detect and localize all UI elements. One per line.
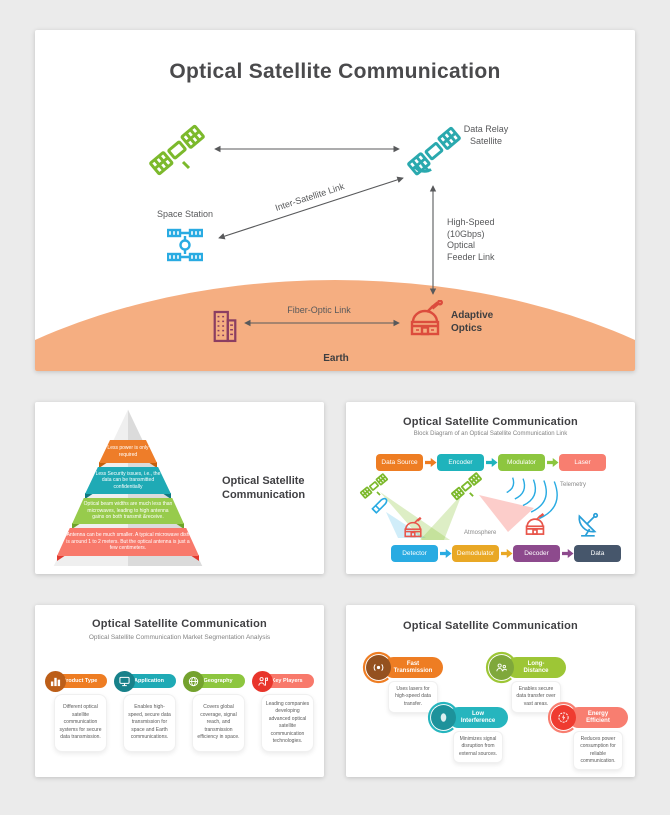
slide4-title: Optical Satellite Communication	[92, 618, 267, 630]
ribbon-shape	[99, 440, 157, 463]
segment-card-product-type: Product Type Different optical satellite…	[45, 669, 107, 769]
people-icon	[489, 655, 514, 680]
segment-card-geography: Geography Covers global coverage, signal…	[183, 669, 245, 769]
card-header: Application	[122, 674, 176, 688]
telemetry-label: Telemetry	[560, 482, 587, 488]
pyramid-level-text: Less power is only required	[107, 444, 149, 458]
relay-satellite-icon	[407, 126, 461, 176]
data-relay-satellite-label: Data Relay Satellite	[463, 124, 509, 146]
feature-label: Energy Efficient	[568, 707, 628, 728]
slide3-title: Optical Satellite Communication	[403, 416, 578, 428]
ribbon-shape	[85, 467, 171, 494]
feature-label: Fast Transmission	[383, 657, 443, 678]
adaptive-optics-label: Adaptive Optics	[451, 310, 494, 334]
slide-market-segmentation[interactable]: Optical Satellite Communication Optical …	[35, 605, 324, 777]
ribbon-fold	[72, 523, 81, 529]
pyramid-level-1: Less power is only required	[99, 440, 157, 468]
laser-beam	[479, 495, 534, 532]
segment-card-application: Application Enables high-speed, secure d…	[114, 669, 176, 769]
link-scene	[359, 472, 599, 540]
ribbon-fold	[99, 462, 108, 468]
block-encoder: Encoder	[437, 454, 484, 471]
feature-text: Uses lasers for high-speed data transfer…	[388, 681, 438, 713]
laser-beam	[380, 492, 450, 540]
shield-oval-icon	[431, 705, 456, 730]
slide3-subtitle: Block Diagram of an Optical Satellite Co…	[413, 431, 568, 437]
feature-label: Low Interference	[448, 707, 508, 728]
block-data-source: Data Source	[376, 454, 423, 471]
pyramid-level-3: Optical beam widths are much less than m…	[72, 498, 184, 529]
slide-pyramid[interactable]: Less power is only required Less Securit…	[35, 402, 324, 574]
feature-label: Long- Distance	[506, 657, 566, 678]
card-header: Product Type	[53, 674, 107, 688]
segment-card-key-players: Key Players Leading companies developing…	[252, 669, 314, 769]
ground-antenna-icon	[578, 512, 599, 537]
ribbon-fold	[190, 555, 199, 561]
connector-lines	[214, 145, 437, 327]
ribbon-shape	[57, 528, 199, 556]
block-detector: Detector	[391, 545, 438, 562]
pyramid: Less power is only required Less Securit…	[49, 408, 207, 566]
arrow-right-icon	[500, 549, 513, 558]
slide2-title: Optical Satellite Communication	[222, 475, 306, 502]
feeder-link-label: High-Speed (10Gbps) Optical Feeder Link	[447, 217, 495, 263]
slide-features[interactable]: Optical Satellite Communication Fast Tra…	[346, 605, 635, 777]
block-data: Data	[574, 545, 621, 562]
card-text: Leading companies developing advanced op…	[261, 694, 314, 752]
pyramid-level-text: Less Security issues, i.e., the data can…	[95, 470, 161, 490]
ribbon-fold	[148, 462, 157, 468]
arrow-right-icon	[439, 549, 452, 558]
pyramid-level-text: Antenna can be much smaller. A typical m…	[66, 532, 190, 552]
pyramid-level-4: Antenna can be much smaller. A typical m…	[57, 528, 199, 561]
telemetry-waves-icon	[506, 477, 558, 520]
satellite-icon	[450, 472, 483, 501]
card-header: Key Players	[260, 674, 314, 688]
satellite-icon	[149, 124, 205, 176]
slide5-title: Optical Satellite Communication	[403, 620, 578, 632]
arrow-right-icon	[485, 458, 498, 467]
card-text: Enables high-speed, secure data transmis…	[123, 694, 176, 752]
block-demodulator: Demodulator	[452, 545, 499, 562]
fiber-optic-link-label: Fiber-Optic Link	[287, 305, 351, 315]
observatory-icon	[525, 512, 545, 536]
slide1-title: Optical Satellite Communication	[169, 60, 501, 83]
space-shuttle-icon	[371, 497, 388, 514]
block-modulator: Modulator	[498, 454, 545, 471]
person-flag-icon	[252, 671, 273, 692]
earth-label: Earth	[323, 353, 349, 364]
card-text: Covers global coverage, signal reach, an…	[192, 694, 245, 752]
card-header: Geography	[191, 674, 245, 688]
laser-beam	[420, 494, 462, 540]
feature-text: Minimizes signal disruption from externa…	[453, 731, 503, 763]
ribbon-fold	[175, 523, 184, 529]
slide-block-diagram[interactable]: Optical Satellite Communication Block Di…	[346, 402, 635, 574]
space-station-label: Space Station	[156, 209, 214, 219]
ribbon-shape	[72, 498, 184, 524]
globe-icon	[183, 671, 204, 692]
card-text: Different optical satellite communicatio…	[54, 694, 107, 752]
ribbon-fold	[57, 555, 66, 561]
building-icon	[213, 310, 237, 343]
atmosphere-label: Atmosphere	[464, 530, 497, 536]
feature-text: Reduces power consumption for reliable c…	[573, 731, 623, 770]
slide4-subtitle: Optical Satellite Communication Market S…	[88, 634, 271, 641]
arrow-right-icon	[561, 549, 574, 558]
broadcast-icon	[366, 655, 391, 680]
ribbon-fold	[85, 493, 94, 499]
arrow-right-icon	[546, 458, 559, 467]
observatory-icon	[410, 300, 443, 336]
slide-main-diagram[interactable]: Optical Satellite Communication	[35, 30, 635, 371]
block-laser: Laser	[559, 454, 606, 471]
ribbon-fold	[162, 493, 171, 499]
pyramid-level-2: Less Security issues, i.e., the data can…	[85, 467, 171, 499]
arrow-right-icon	[424, 458, 437, 467]
power-gear-icon	[551, 705, 576, 730]
space-station-icon	[167, 228, 203, 262]
block-decoder: Decoder	[513, 545, 560, 562]
monitor-icon	[114, 671, 135, 692]
pyramid-level-text: Optical beam widths are much less than m…	[83, 501, 173, 521]
bar-chart-icon	[45, 671, 66, 692]
